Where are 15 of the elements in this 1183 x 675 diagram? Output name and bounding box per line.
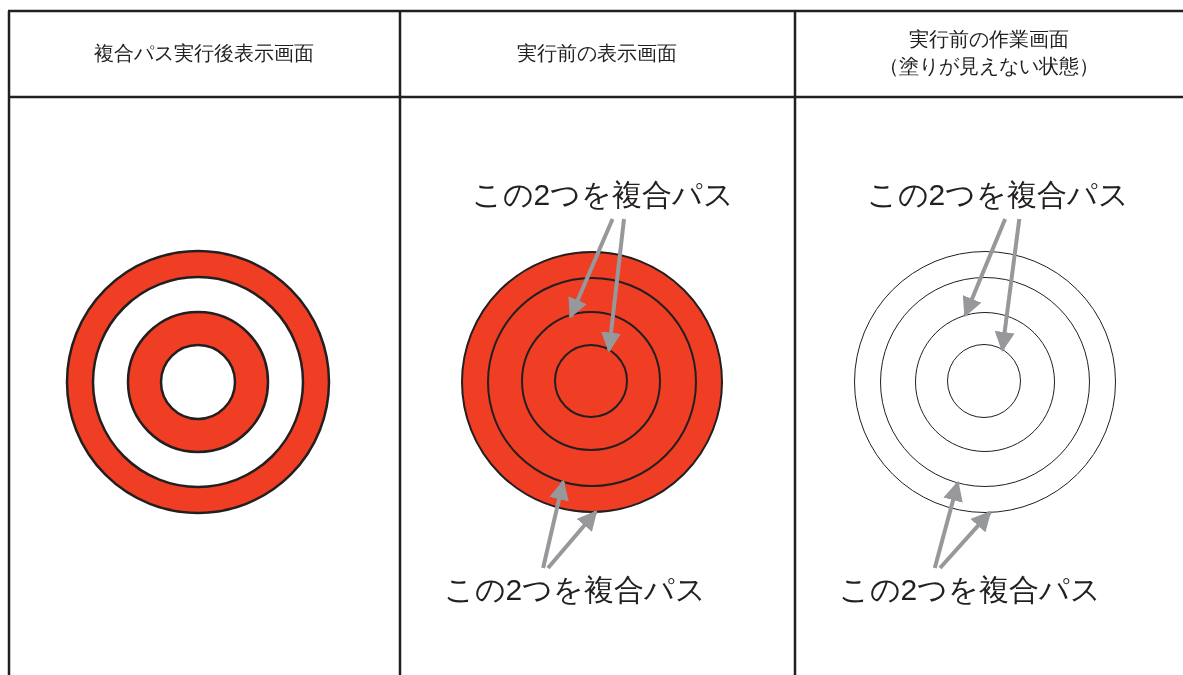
callout-text: この2つを複合パス: [471, 177, 735, 213]
arrow: [938, 510, 992, 570]
callout-text: この2つを複合パス: [838, 572, 1102, 608]
arrow: [546, 510, 598, 570]
arrow: [994, 218, 1022, 352]
arrow: [962, 218, 1007, 318]
column-heading: 複合パス実行後表示画面: [94, 40, 314, 66]
callout-text: この2つを複合パス: [866, 177, 1130, 213]
arrow: [932, 480, 963, 569]
arrow: [541, 479, 569, 569]
callout-text: この2つを複合パス: [443, 572, 707, 608]
arrow: [568, 218, 615, 319]
column-heading: 実行前の作業画面（塗りが見えない状態）: [879, 27, 1099, 79]
arrow: [601, 218, 626, 353]
column-heading: 実行前の表示画面: [517, 40, 677, 66]
